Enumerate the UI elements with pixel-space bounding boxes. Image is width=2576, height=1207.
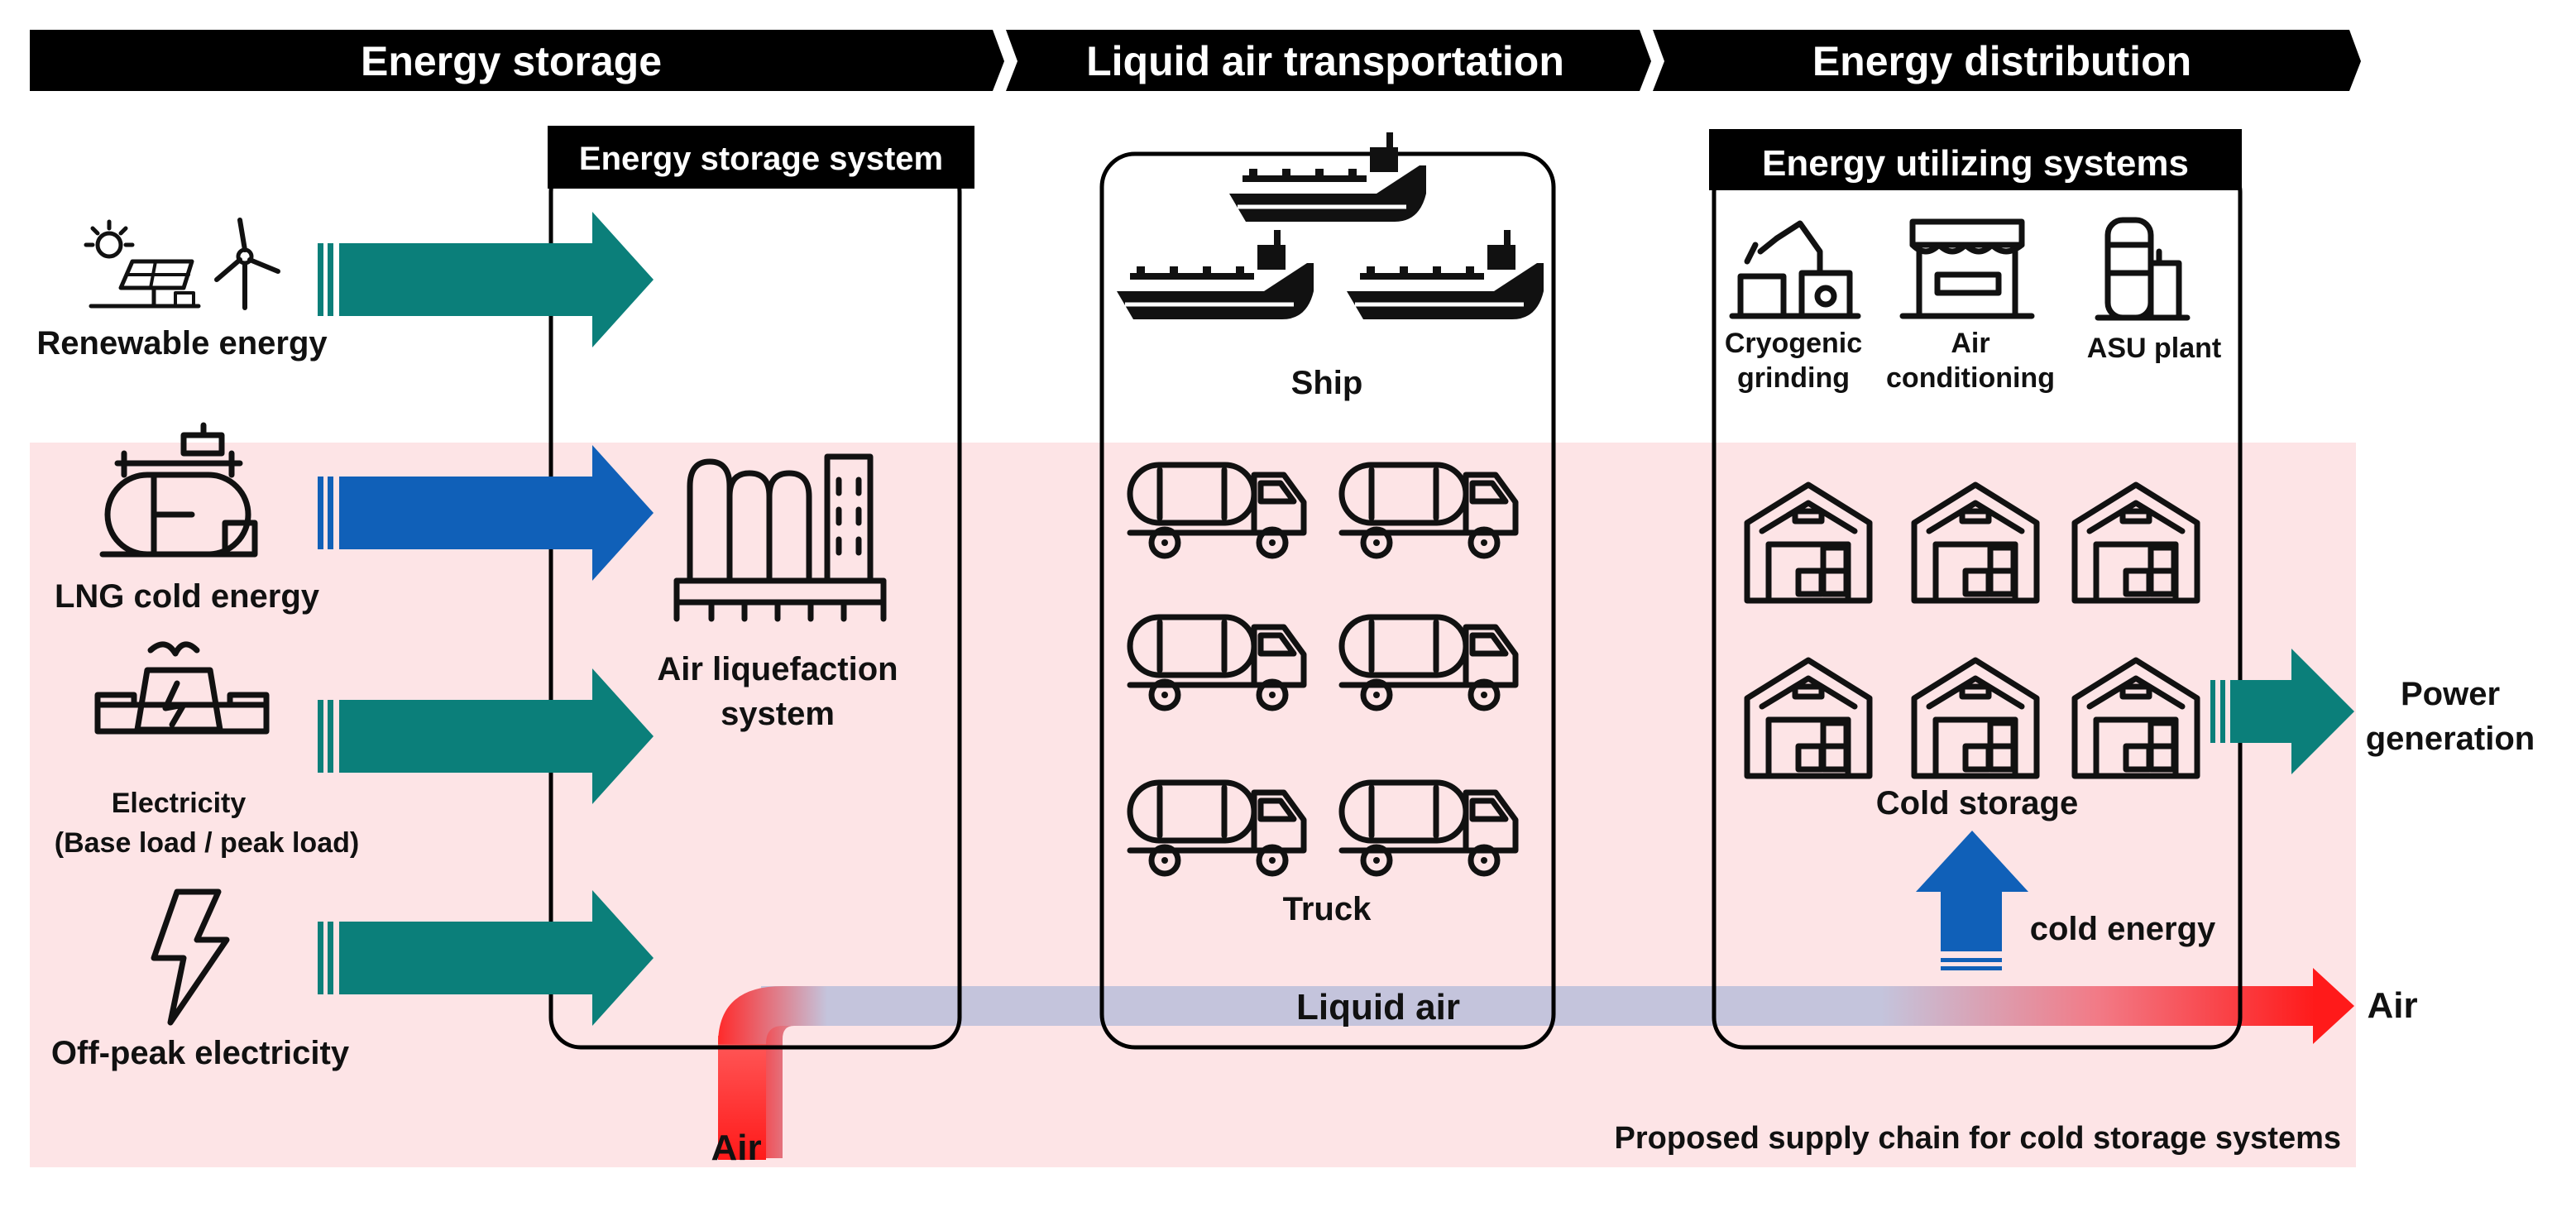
- cold-energy-arrow: [1916, 831, 2028, 970]
- air-intake-label: Air: [711, 1128, 761, 1168]
- cryogenic-grinding-label-line1: Cryogenic: [1725, 328, 1862, 359]
- off-peak-electricity-label: Off-peak electricity: [51, 1035, 350, 1071]
- asu-plant-icon: [2095, 217, 2191, 321]
- air-liquefaction-label-line2: system: [721, 696, 835, 732]
- lightning-icon: [151, 888, 230, 1026]
- energy-storage-system-title: Energy storage system: [579, 141, 943, 177]
- lng-cold-energy-label: LNG cold energy: [55, 578, 320, 615]
- air-liquefaction-plant-icon: [673, 453, 887, 622]
- air-conditioning-icon: [1899, 218, 2035, 319]
- cryogenic-grinding-icon: [1729, 220, 1861, 319]
- air-liquefaction-label-line1: Air liquefaction: [657, 651, 898, 687]
- renewable-energy-label: Renewable energy: [36, 325, 328, 362]
- cryogenic-grinding-label-line2: grinding: [1737, 362, 1850, 394]
- stage-energy-distribution: Energy distribution: [1812, 38, 2191, 84]
- cold-storage-label: Cold storage: [1876, 785, 2078, 821]
- lng-arrow: [318, 445, 654, 581]
- ship-icon: [1229, 132, 1426, 222]
- asu-plant-label: ASU plant: [2087, 333, 2221, 364]
- renewable-arrow: [318, 212, 654, 347]
- ship-icon: [1117, 230, 1314, 319]
- cold-energy-label: cold energy: [2030, 911, 2216, 947]
- transportation-box: [1099, 151, 1556, 1050]
- air-conditioning-label-line2: conditioning: [1886, 362, 2055, 394]
- electricity-label: Electricity: [112, 788, 247, 819]
- diagram-caption: Proposed supply chain for cold storage s…: [1615, 1121, 2341, 1156]
- air-output-label: Air: [2367, 985, 2417, 1026]
- stage-liquid-air-transportation: Liquid air transportation: [1086, 38, 1564, 84]
- power-generation-arrow: [2210, 649, 2354, 774]
- electricity-arrow: [318, 668, 654, 804]
- liquid-air-band: [761, 986, 2316, 1026]
- electricity-load-label: (Base load / peak load): [55, 827, 359, 859]
- ship-icon: [1347, 230, 1544, 319]
- power-generation-label-line2: generation: [2366, 721, 2535, 757]
- air-conditioning-label-line1: Air: [1951, 328, 1989, 359]
- truck-label: Truck: [1283, 891, 1372, 927]
- liquid-air-label: Liquid air: [1296, 987, 1460, 1027]
- stage-energy-storage: Energy storage: [361, 38, 662, 84]
- power-plant-icon: [94, 641, 270, 735]
- lng-tank-icon: [99, 422, 258, 558]
- offpeak-arrow: [318, 890, 654, 1026]
- power-generation-label-line1: Power: [2401, 676, 2500, 712]
- renewable-energy-icon: [84, 218, 280, 310]
- ship-label: Ship: [1291, 365, 1363, 401]
- energy-utilizing-systems-title: Energy utilizing systems: [1762, 143, 2189, 184]
- air-output-arrowhead: [2313, 968, 2354, 1044]
